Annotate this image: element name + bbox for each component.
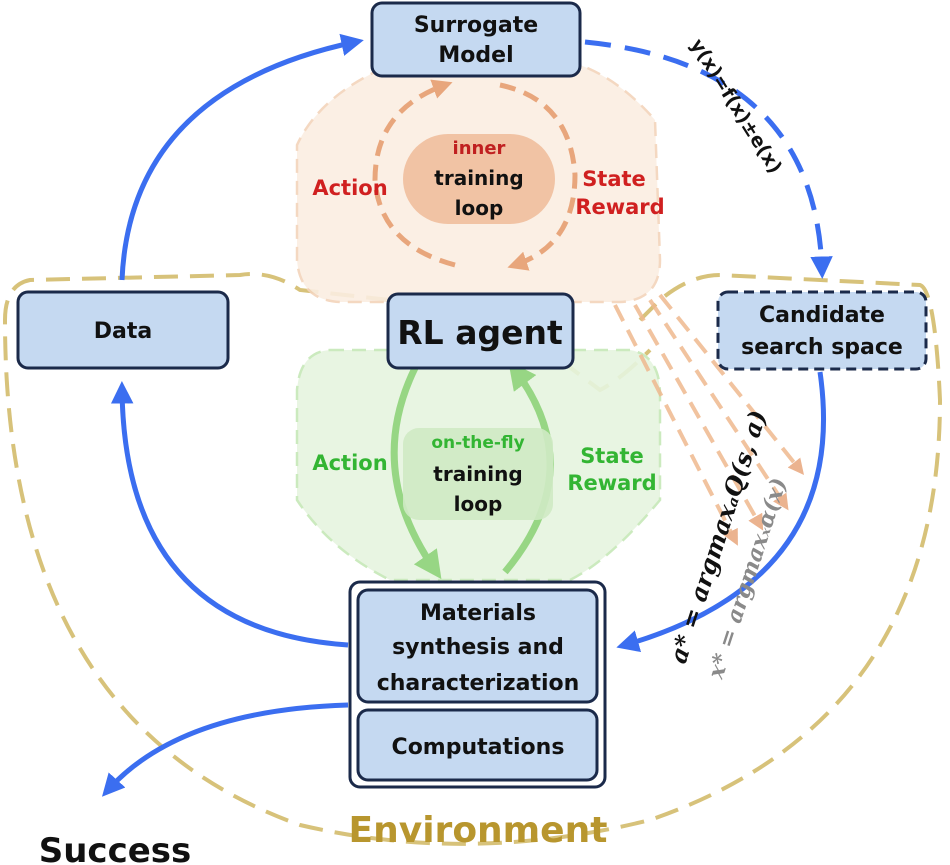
environment-boundary: [2, 272, 943, 846]
inner-reward-label: Reward: [575, 195, 664, 219]
fly-loop-title: on-the-fly: [431, 433, 524, 453]
inner-state-label: State: [582, 167, 646, 191]
candidate-label-2: search space: [741, 335, 903, 360]
fly-state-label: State: [580, 444, 644, 468]
data-node: Data: [16, 290, 230, 370]
fly-action-label: Action: [312, 451, 387, 475]
candidate-node: Candidate search space: [716, 290, 928, 371]
surrogate-model-label-2: Model: [438, 43, 513, 68]
surrogate-model-label-1: Surrogate: [414, 13, 538, 38]
arrow-to-success: [101, 702, 349, 797]
inner-loop-arrow-down: [499, 82, 578, 271]
inner-loop-arrow-up: [372, 79, 456, 268]
success-label: Success: [39, 831, 192, 865]
data-label: Data: [94, 319, 152, 344]
fly-reward-label: Reward: [567, 471, 656, 495]
materials-label-2: synthesis and: [392, 635, 564, 660]
inner-loop-training: training: [434, 166, 523, 190]
rl-agent-node: RL agent: [386, 292, 575, 370]
inner-loop-loop: loop: [455, 196, 504, 220]
arrow-surrogate-to-candidate: [584, 39, 833, 279]
fly-loop-label: on-the-fly training loop: [403, 428, 553, 520]
fly-loop-training: training: [433, 462, 522, 486]
fly-loop-arrow-down: [390, 366, 442, 580]
materials-label-1: Materials: [420, 601, 536, 626]
fly-loop-loop: loop: [454, 492, 503, 516]
candidate-label-1: Candidate: [759, 303, 885, 328]
computations-node: [356, 708, 599, 782]
inner-loop-label: inner training loop: [403, 134, 555, 224]
environment-label: Environment: [349, 810, 608, 851]
materials-label-3: characterization: [377, 671, 580, 696]
materials-node: [356, 588, 599, 704]
surrogate-equation: y(x)=f(x)±e(x): [686, 35, 786, 177]
arrow-data-to-surrogate: [119, 33, 364, 281]
surrogate-model-node: Surrogate Model: [370, 1, 582, 78]
inner-action-label: Action: [312, 176, 387, 200]
arrow-candidate-to-materials: [616, 371, 826, 653]
inner-loop-title: inner: [453, 138, 506, 159]
computations-label: Computations: [392, 735, 565, 760]
orange-streaks: [613, 293, 804, 546]
arrow-materials-to-data: [110, 381, 349, 648]
rl-agent-label: RL agent: [397, 313, 563, 352]
environment-container: Materials synthesis and characterization…: [348, 580, 607, 789]
